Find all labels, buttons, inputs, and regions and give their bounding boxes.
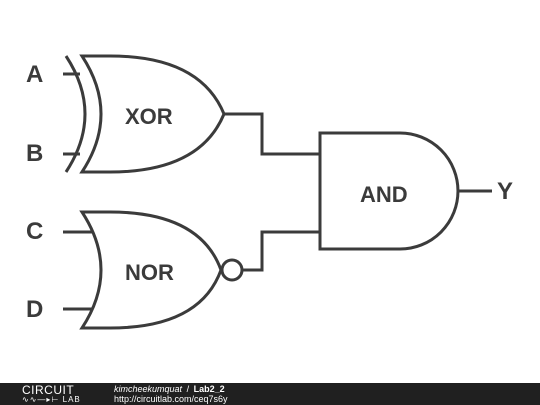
output-label-y: Y xyxy=(497,178,513,205)
xor-gate xyxy=(64,54,226,174)
circuit-diagram: A B C D Y XOR NOR AND xyxy=(26,54,513,330)
logo-text-bottom: ∿∿—▸⊢ LAB xyxy=(22,395,81,404)
author-link[interactable]: kimcheekumquat xyxy=(114,384,183,394)
footer-bar: CIRCUIT ∿∿—▸⊢ LAB kimcheekumquat / Lab2_… xyxy=(0,383,540,405)
circuitlab-logo: CIRCUIT ∿∿—▸⊢ LAB xyxy=(22,383,122,405)
input-label-a: A xyxy=(26,61,43,88)
input-label-b: B xyxy=(26,140,43,167)
input-label-c: C xyxy=(26,218,43,245)
and-gate xyxy=(318,131,460,251)
and-gate-label: AND xyxy=(360,182,408,207)
path-separator: / xyxy=(186,384,190,394)
nor-gate-label: NOR xyxy=(125,260,174,285)
nor-inverter-bubble xyxy=(220,258,244,282)
project-link[interactable]: Lab2_2 xyxy=(193,384,225,394)
logo-text-top: CIRCUIT xyxy=(22,383,75,397)
project-url-link[interactable]: http://circuitlab.com/ceq7s6y xyxy=(114,394,228,404)
xor-gate-label: XOR xyxy=(125,104,173,129)
footer-text: kimcheekumquat / Lab2_2 http://circuitla… xyxy=(114,384,228,404)
wire-nor-to-and xyxy=(242,230,320,272)
input-label-d: D xyxy=(26,296,43,323)
logo-lab-text: LAB xyxy=(62,395,81,404)
logo-wave-icon: ∿∿—▸⊢ xyxy=(22,395,60,404)
wire-xor-to-and xyxy=(224,112,320,156)
